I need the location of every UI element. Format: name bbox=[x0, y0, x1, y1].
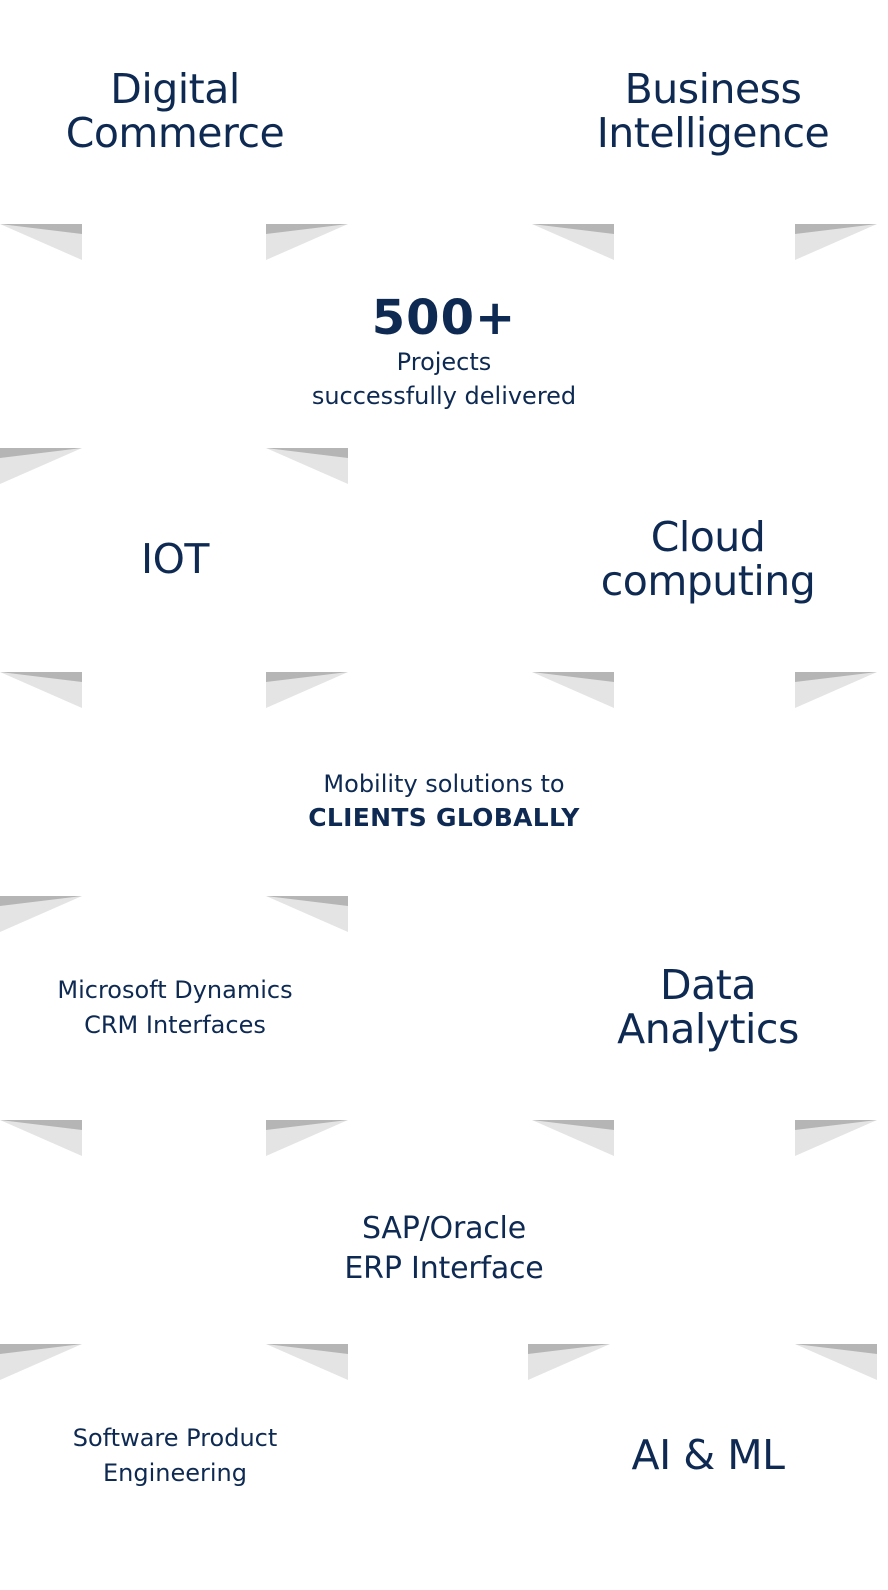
tile-title: Digital Commerce bbox=[65, 65, 285, 157]
fold-decoration-left bbox=[0, 1120, 82, 1156]
fold-decoration-left bbox=[0, 896, 82, 932]
fold-decoration-left bbox=[532, 672, 614, 708]
tile-title: Software Product Engineering bbox=[72, 1424, 278, 1487]
fold-decoration-right bbox=[795, 224, 877, 260]
fold-decoration-right bbox=[795, 1120, 877, 1156]
tile-digital-commerce[interactable]: Digital Commerce bbox=[0, 0, 350, 224]
fold-decoration-left bbox=[0, 448, 82, 484]
tile-title: Cloud computing bbox=[600, 513, 816, 605]
fold-decoration-right bbox=[795, 672, 877, 708]
tile-title: Data Analytics bbox=[617, 961, 799, 1053]
fold-decoration-right bbox=[266, 672, 348, 708]
fold-decoration-left bbox=[532, 1120, 614, 1156]
mobility-caption: Mobility solutions to bbox=[323, 770, 565, 799]
tile-projects-delivered[interactable]: 500+ Projects successfully delivered bbox=[270, 260, 618, 446]
fold-decoration-right bbox=[266, 448, 348, 484]
fold-decoration-right bbox=[266, 224, 348, 260]
tile-mobility[interactable]: Mobility solutions to CLIENTS GLOBALLY bbox=[270, 708, 618, 894]
tile-data-analytics[interactable]: Data Analytics bbox=[528, 896, 888, 1120]
tile-ai-ml[interactable]: AI & ML bbox=[528, 1344, 888, 1568]
tile-software-product[interactable]: Software Product Engineering bbox=[0, 1344, 350, 1568]
fold-decoration-left bbox=[528, 1344, 610, 1380]
tile-ms-dynamics[interactable]: Microsoft Dynamics CRM Interfaces bbox=[0, 896, 350, 1120]
tile-title: AI & ML bbox=[631, 1431, 785, 1480]
tile-iot[interactable]: IOT bbox=[0, 448, 350, 672]
tile-title: SAP/Oracle ERP Interface bbox=[344, 1211, 544, 1286]
fold-decoration-left bbox=[532, 224, 614, 260]
fold-decoration-right bbox=[266, 1120, 348, 1156]
projects-caption: Projects successfully delivered bbox=[311, 347, 577, 411]
fold-decoration-left bbox=[0, 224, 82, 260]
tile-business-intelligence[interactable]: Business Intelligence bbox=[538, 0, 888, 224]
tile-sap-oracle[interactable]: SAP/Oracle ERP Interface bbox=[270, 1156, 618, 1342]
mobility-highlight: CLIENTS GLOBALLY bbox=[308, 803, 580, 833]
projects-count: 500+ bbox=[371, 289, 517, 346]
tile-title: Business Intelligence bbox=[596, 65, 830, 157]
tile-title: Microsoft Dynamics CRM Interfaces bbox=[57, 976, 293, 1039]
fold-decoration-right bbox=[266, 1344, 348, 1380]
fold-decoration-right bbox=[266, 896, 348, 932]
fold-decoration-left bbox=[0, 1344, 82, 1380]
tile-title: IOT bbox=[141, 535, 209, 584]
fold-decoration-left bbox=[0, 672, 82, 708]
fold-decoration-right bbox=[795, 1344, 877, 1380]
tile-cloud-computing[interactable]: Cloud computing bbox=[528, 448, 888, 672]
